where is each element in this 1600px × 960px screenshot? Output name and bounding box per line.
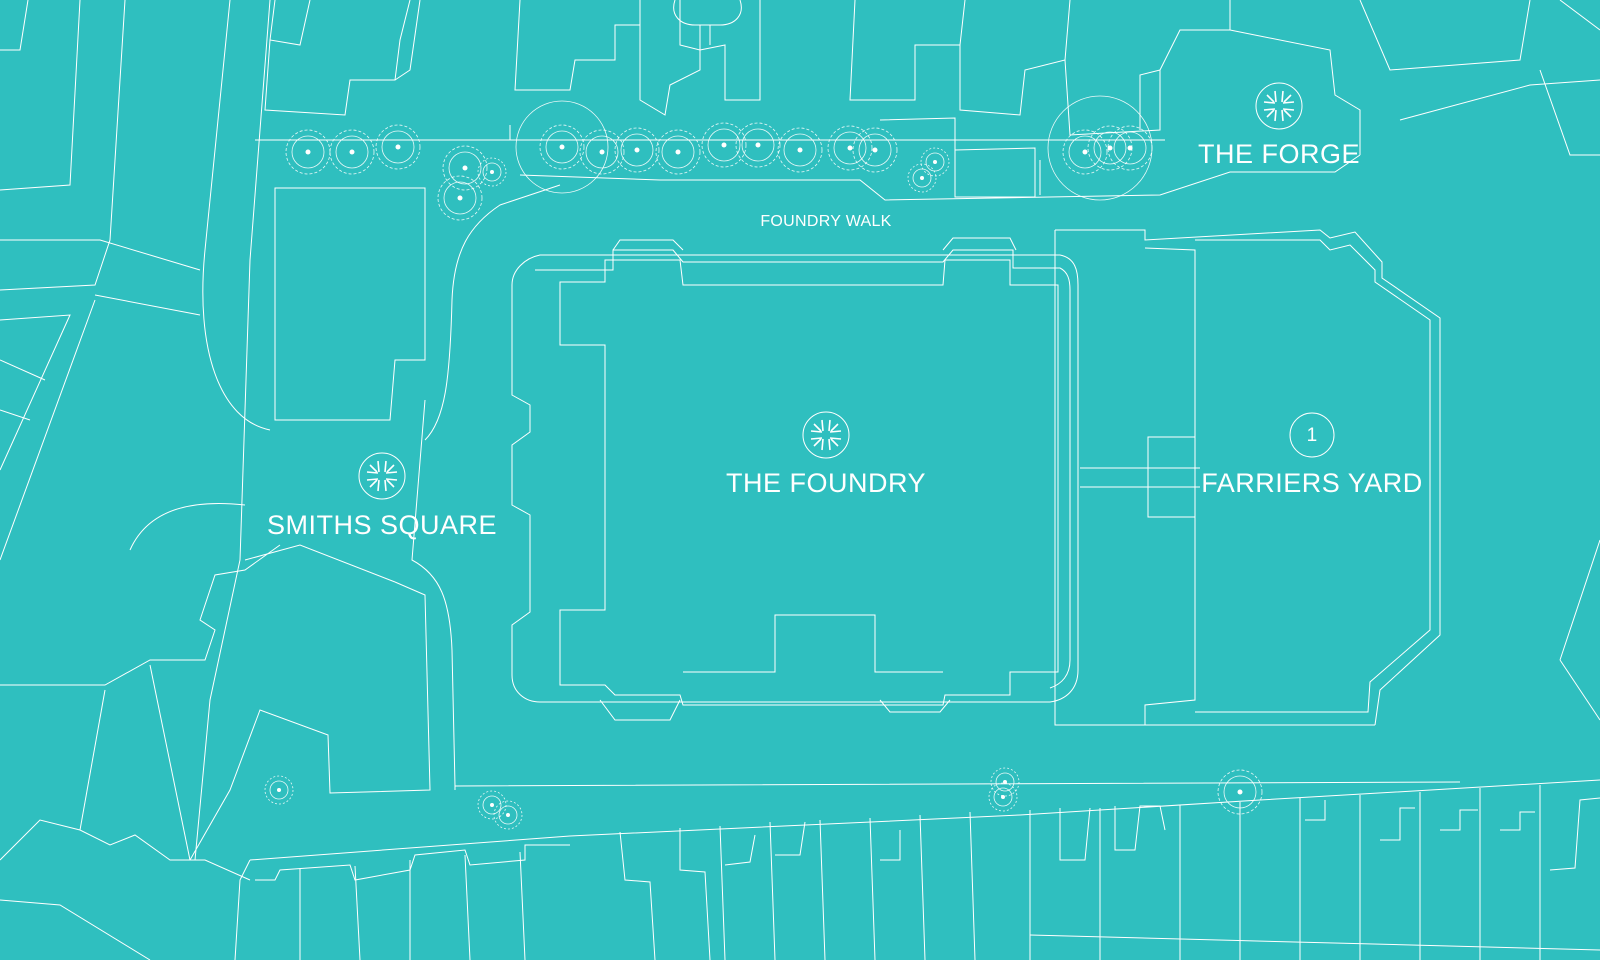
top-buildings: [264, 0, 1600, 156]
farriers-yard-number-circle-icon: [1289, 412, 1335, 458]
the-foundry-label: THE FOUNDRY: [726, 468, 926, 498]
roads: [129, 0, 1461, 861]
farriers-yard-number: 1: [1307, 425, 1318, 446]
tree-row-foundry-walk: [285, 95, 1153, 221]
smiths-square-label: SMITHS SQUARE: [267, 510, 497, 540]
left-plots: [0, 0, 281, 960]
the-forge-label: THE FORGE: [1198, 139, 1360, 169]
farriers-yard-building: [1054, 229, 1441, 726]
farriers-yard-label: FARRIERS YARD: [1201, 468, 1423, 498]
the-foundry-building: [511, 237, 1079, 721]
bottom-terraces: [234, 539, 1600, 960]
foundry-walk-label: FOUNDRY WALK: [760, 213, 891, 230]
smiths-square-plots: [189, 187, 431, 861]
foundry-walk-strip: [255, 117, 1361, 201]
